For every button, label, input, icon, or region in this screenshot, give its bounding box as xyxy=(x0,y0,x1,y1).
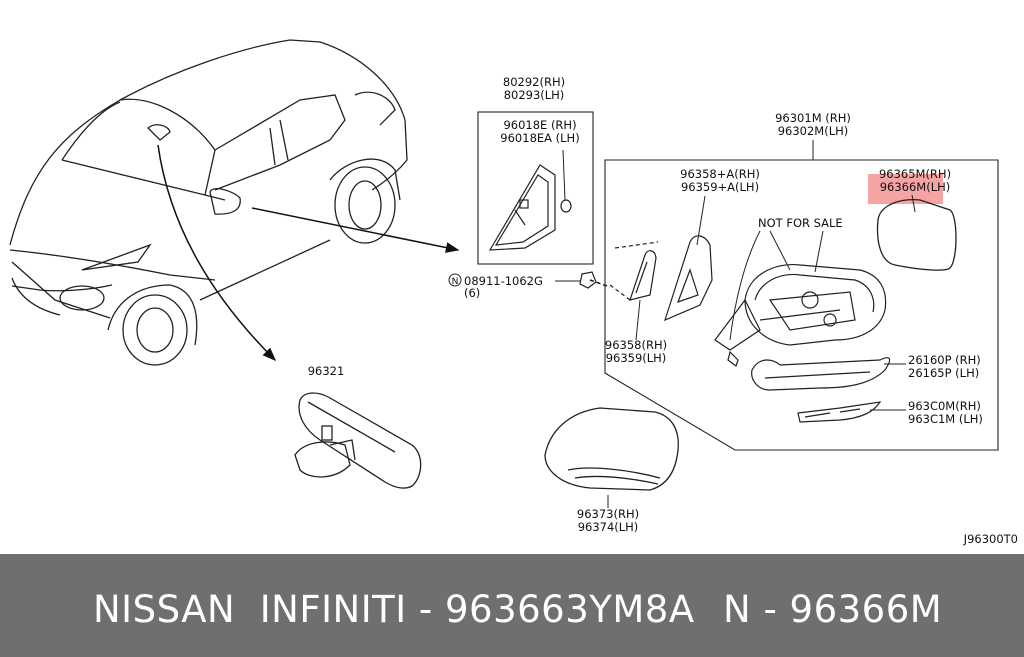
mirror-glass-lh: 96366M(LH) xyxy=(880,180,951,194)
diagram-code: J96300T0 xyxy=(963,532,1018,546)
nut-quantity: (6) xyxy=(464,286,480,300)
callout-arrows xyxy=(157,144,611,361)
mirror-gasket-lh: 96359(LH) xyxy=(606,351,667,365)
mirror-assembly-box xyxy=(604,159,999,451)
mirror-finisher-lh: 963C1M (LH) xyxy=(908,412,983,426)
mirror-base-lh: 96359+A(LH) xyxy=(681,180,759,194)
nut-symbol: N xyxy=(452,277,459,287)
highlight-box xyxy=(868,174,943,204)
oem-part-number: N - 96366M xyxy=(723,588,943,631)
part-number-banner: NISSAN INFINITI - 963663YM8A N - 96366M xyxy=(0,554,1024,657)
finisher-leader xyxy=(562,149,566,201)
mirror-cover-rh: 96373(RH) xyxy=(577,507,639,521)
catalog-part-number: NISSAN INFINITI - 963663YM8A xyxy=(93,588,695,631)
mirror-base-part xyxy=(664,235,713,322)
nut-part: N 08911-1062G (6) xyxy=(448,271,597,300)
inner-mirror-label: 96321 xyxy=(308,364,345,378)
side-turn-lamp-rh: 26160P (RH) xyxy=(908,353,981,367)
side-turn-lamp-part xyxy=(751,357,891,391)
mirror-glass-rh: 96365M(RH) xyxy=(879,167,951,181)
car-illustration xyxy=(9,39,408,366)
mirror-glass-part xyxy=(868,174,957,271)
corner-finisher-lh: 96018EA (LH) xyxy=(500,131,579,145)
mirror-assembly-lh: 96302M(LH) xyxy=(778,124,849,138)
door-corner-cover-lh: 80293(LH) xyxy=(504,88,565,102)
mirror-cover-part xyxy=(544,407,679,491)
mirror-gasket-part xyxy=(609,241,659,301)
corner-finisher-rh: 96018E (RH) xyxy=(503,118,576,132)
inner-mirror-part xyxy=(294,392,422,489)
not-for-sale-note: NOT FOR SALE xyxy=(758,216,843,230)
mirror-housing-part xyxy=(714,263,887,367)
mirror-assembly-rh: 96301M (RH) xyxy=(775,111,851,125)
corner-finisher-box xyxy=(477,111,594,265)
mirror-finisher-part xyxy=(797,401,882,423)
nut-part-number: 08911-1062G xyxy=(464,274,543,288)
mirror-cover-lh: 96374(LH) xyxy=(578,520,639,534)
side-turn-lamp-lh: 26165P (LH) xyxy=(908,366,979,380)
mirror-base-rh: 96358+A(RH) xyxy=(680,167,760,181)
exploded-parts-diagram: 96321 80292(RH) 80293(LH) 96018E (RH) 96… xyxy=(9,39,1018,546)
mirror-gasket-rh: 96358(RH) xyxy=(605,338,667,352)
door-corner-cover-rh: 80292(RH) xyxy=(503,75,565,89)
mirror-finisher-rh: 963C0M(RH) xyxy=(908,399,981,413)
